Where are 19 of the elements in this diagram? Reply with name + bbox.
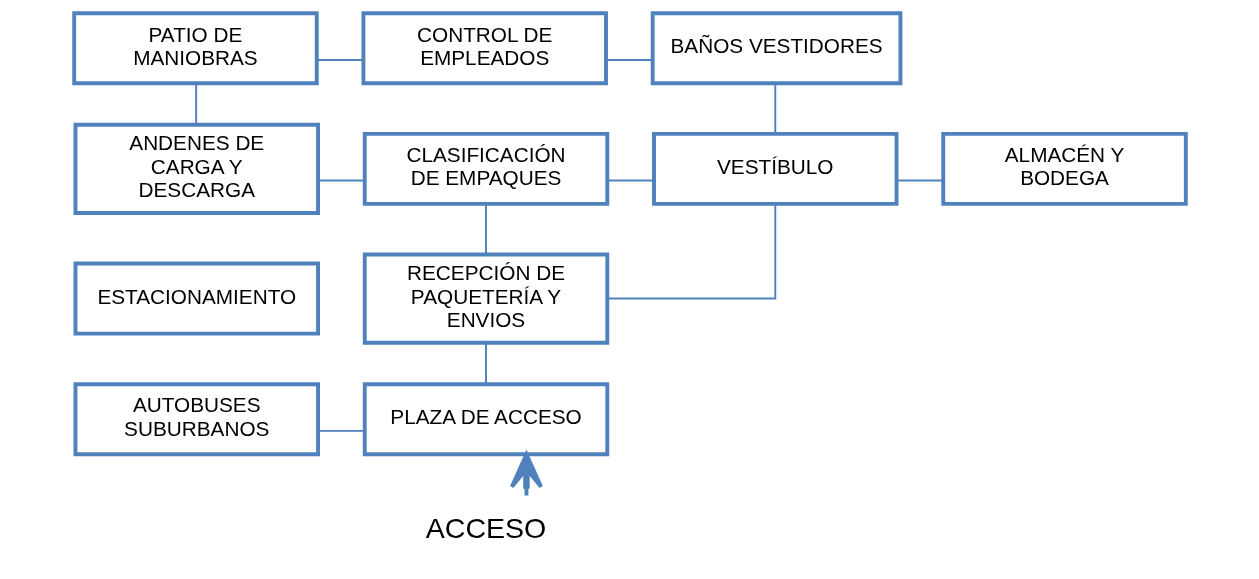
node-box: CLASIFICACIÓN DE EMPAQUES [362, 131, 609, 206]
node-box: ANDENES DE CARGA Y DESCARGA [73, 122, 320, 215]
connector [604, 58, 653, 61]
node-box: AUTOBUSES SUBURBANOS [73, 382, 320, 457]
node-box: RECEPCIÓN DE PAQUETERÍA Y ENVIOS [362, 252, 609, 345]
connector [194, 82, 197, 126]
connector [315, 58, 364, 61]
node-text: ACCESO [425, 512, 546, 545]
connector [484, 341, 487, 386]
connector [773, 82, 776, 135]
node-box: BAÑOS VESTIDORES [650, 11, 902, 86]
connector [484, 203, 487, 256]
node-box: PATIO DE MANIOBRAS [71, 11, 319, 86]
node-box: PLAZA DE ACCESO [362, 382, 609, 457]
node-box: CONTROL DE EMPLEADOS [361, 11, 608, 86]
connector [895, 179, 944, 182]
node-box: VESTÍBULO [651, 131, 898, 206]
node-box: ALMACÉN Y BODEGA [940, 131, 1188, 206]
node-box: ESTACIONAMIENTO [73, 261, 320, 336]
